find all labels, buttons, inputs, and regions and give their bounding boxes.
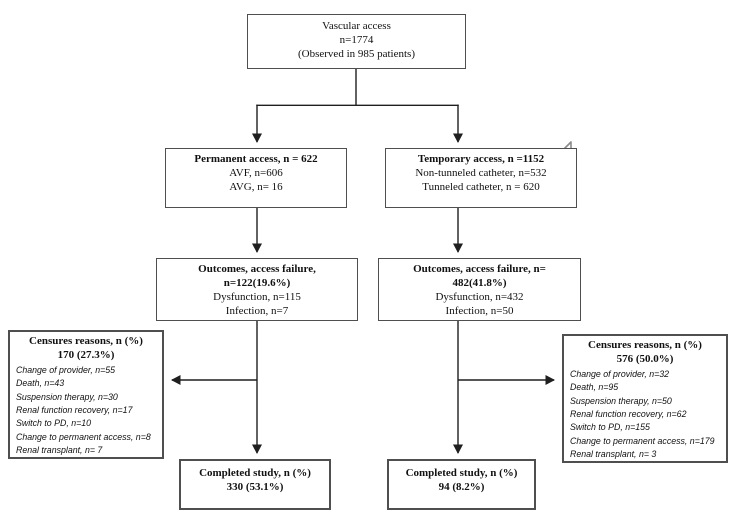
outcomes-temporary-title: Outcomes, access failure, n=	[413, 263, 546, 275]
temporary-access-title: Temporary access, n =1152	[417, 153, 545, 165]
outcomes-permanent-infection: Infection, n=7	[225, 304, 289, 317]
permanent-access-box: Permanent access, n = 622 AVF, n=606 AVG…	[165, 148, 347, 208]
censure-item: Switch to PD, n=10	[16, 418, 92, 429]
completed-temporary-title: Completed study, n (%)	[405, 467, 518, 479]
censure-item: Suspension therapy, n=30	[16, 391, 118, 402]
temporary-access-box: Temporary access, n =1152 Non-tunneled c…	[385, 148, 577, 208]
censure-item: Renal function recovery, n=62	[570, 409, 687, 420]
censures-temporary-title: Censures reasons, n (%)	[588, 339, 702, 351]
censure-item: Change of provider, n=55	[16, 364, 116, 375]
outcomes-temporary-infection: Infection, n=50	[445, 304, 514, 317]
censures-temporary-box: Censures reasons, n (%) 576 (50.0%) Chan…	[562, 334, 728, 463]
temporary-tunneled: Tunneled catheter, n = 620	[422, 180, 540, 193]
outcomes-permanent-n: n=122(19.6%)	[223, 276, 291, 289]
completed-permanent-box: Completed study, n (%) 330 (53.1%)	[179, 459, 331, 510]
temporary-nontunneled: Non-tunneled catheter, n=532	[415, 166, 547, 179]
vascular-access-box: Vascular access n=1774 (Observed in 985 …	[247, 14, 466, 69]
censure-item: Death, n=95	[570, 382, 619, 393]
censures-permanent-list: Change of provider, n=55 Death, n=43 Sus…	[10, 363, 162, 458]
vascular-access-observed: (Observed in 985 patients)	[298, 47, 415, 60]
censure-item: Suspension therapy, n=50	[570, 395, 672, 406]
censure-item: Change to permanent access, n=179	[570, 435, 715, 446]
outcomes-permanent-dysfunction: Dysfunction, n=115	[213, 290, 301, 303]
permanent-access-title: Permanent access, n = 622	[194, 153, 318, 165]
outcomes-permanent-box: Outcomes, access failure, n=122(19.6%) D…	[156, 258, 358, 321]
censure-item: Renal function recovery, n=17	[16, 405, 133, 416]
permanent-avg: AVG, n= 16	[229, 180, 283, 193]
completed-temporary-box: Completed study, n (%) 94 (8.2%)	[387, 459, 536, 510]
vascular-access-n: n=1774	[339, 33, 374, 46]
censures-permanent-title: Censures reasons, n (%)	[29, 335, 143, 347]
outcomes-temporary-n: 482(41.8%)	[452, 276, 507, 289]
censure-item: Change of provider, n=32	[570, 368, 670, 379]
censure-item: Death, n=43	[16, 378, 65, 389]
permanent-avf: AVF, n=606	[229, 166, 283, 179]
completed-permanent-n: 330 (53.1%)	[226, 480, 284, 493]
censure-item: Renal transplant, n= 3	[570, 449, 657, 460]
censure-item: Renal transplant, n= 7	[16, 445, 103, 456]
outcomes-temporary-dysfunction: Dysfunction, n=432	[435, 290, 524, 303]
censures-temporary-list: Change of provider, n=32 Death, n=95 Sus…	[564, 367, 726, 462]
censure-item: Change to permanent access, n=8	[16, 431, 151, 442]
vascular-access-title: Vascular access	[322, 20, 391, 32]
outcomes-permanent-title: Outcomes, access failure,	[198, 263, 316, 275]
censures-temporary-n: 576 (50.0%)	[616, 352, 674, 365]
completed-temporary-n: 94 (8.2%)	[438, 480, 485, 493]
censures-permanent-box: Censures reasons, n (%) 170 (27.3%) Chan…	[8, 330, 164, 459]
outcomes-temporary-box: Outcomes, access failure, n= 482(41.8%) …	[378, 258, 581, 321]
completed-permanent-title: Completed study, n (%)	[199, 467, 311, 479]
censure-item: Switch to PD, n=155	[570, 422, 650, 433]
censures-permanent-n: 170 (27.3%)	[57, 348, 115, 361]
